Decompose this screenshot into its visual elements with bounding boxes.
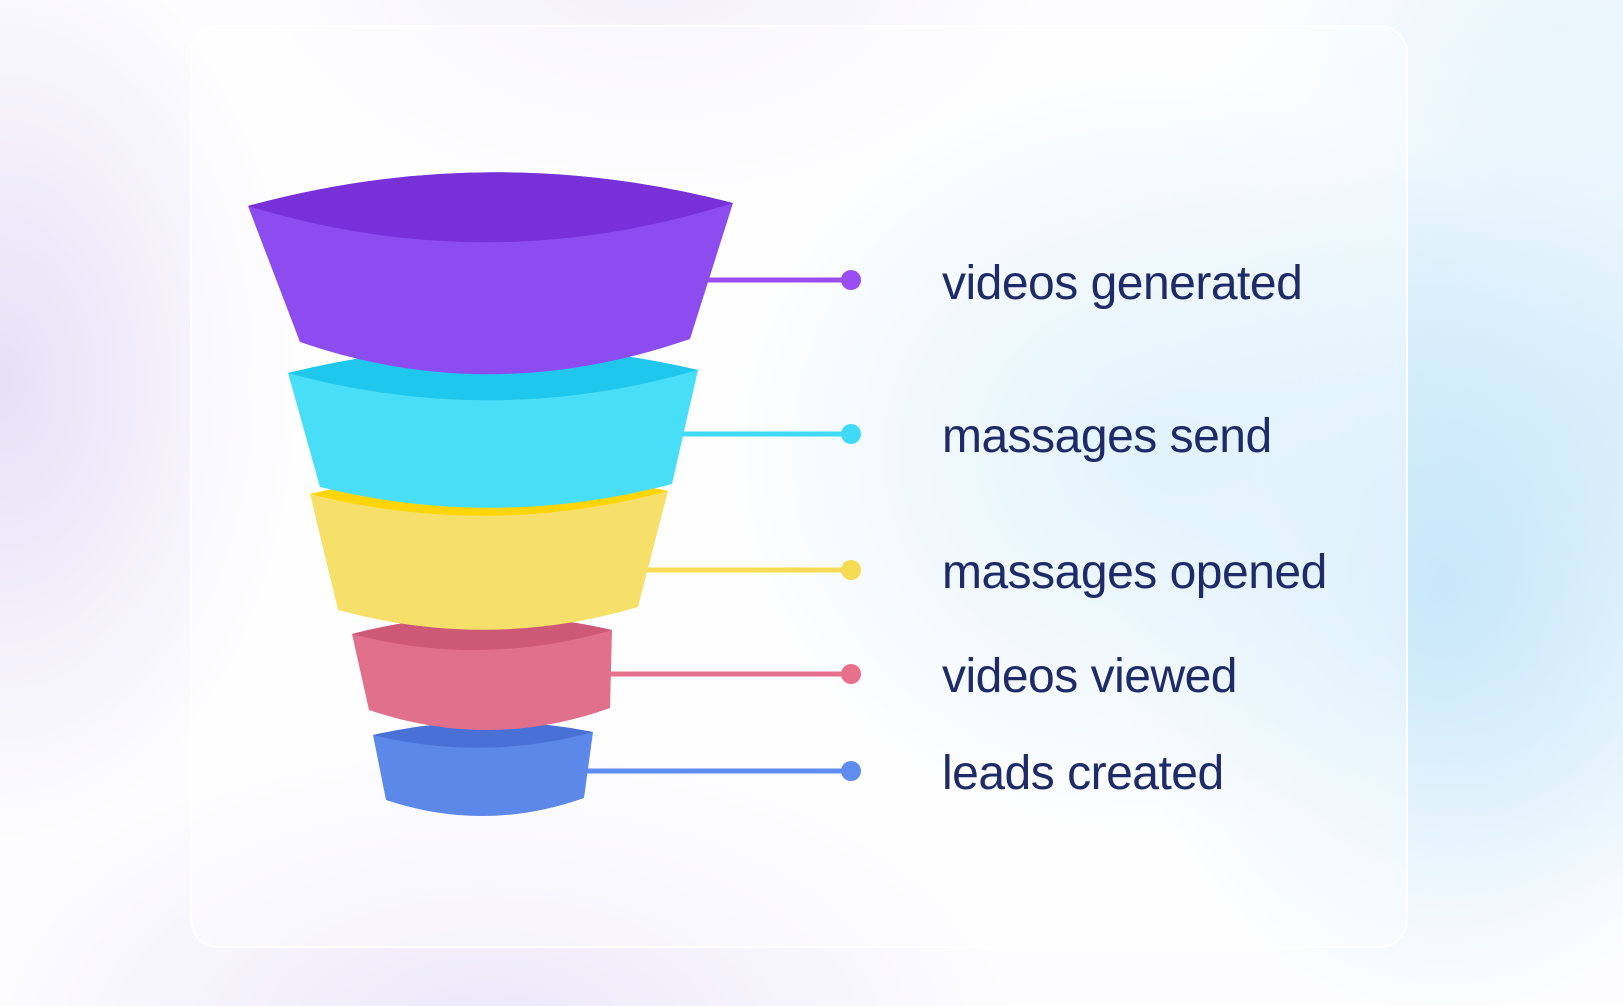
connector-lines: [577, 270, 861, 781]
stage-label-videos-viewed: videos viewed: [942, 650, 1238, 703]
funnel-stage-5-lid: [373, 721, 593, 748]
connector-dot-leads-created: [841, 761, 861, 781]
connector-dot-videos-viewed: [841, 664, 861, 684]
stage-label-videos-generated: videos generated: [942, 257, 1303, 310]
funnel-stage-3-face: [310, 472, 668, 630]
funnel-stage-5-face: [373, 721, 593, 817]
connector-dot-massages-opened: [841, 560, 861, 580]
connector-dot-massages-send: [841, 424, 861, 444]
connector-dot-videos-generated: [841, 270, 861, 290]
stage-label-leads-created: leads created: [942, 747, 1224, 800]
stage-label-massages-opened: massages opened: [942, 546, 1327, 599]
funnel-stage-1-lid: [248, 172, 733, 243]
funnel-stages: [248, 172, 733, 817]
stage-label-massages-send: massages send: [942, 410, 1272, 463]
